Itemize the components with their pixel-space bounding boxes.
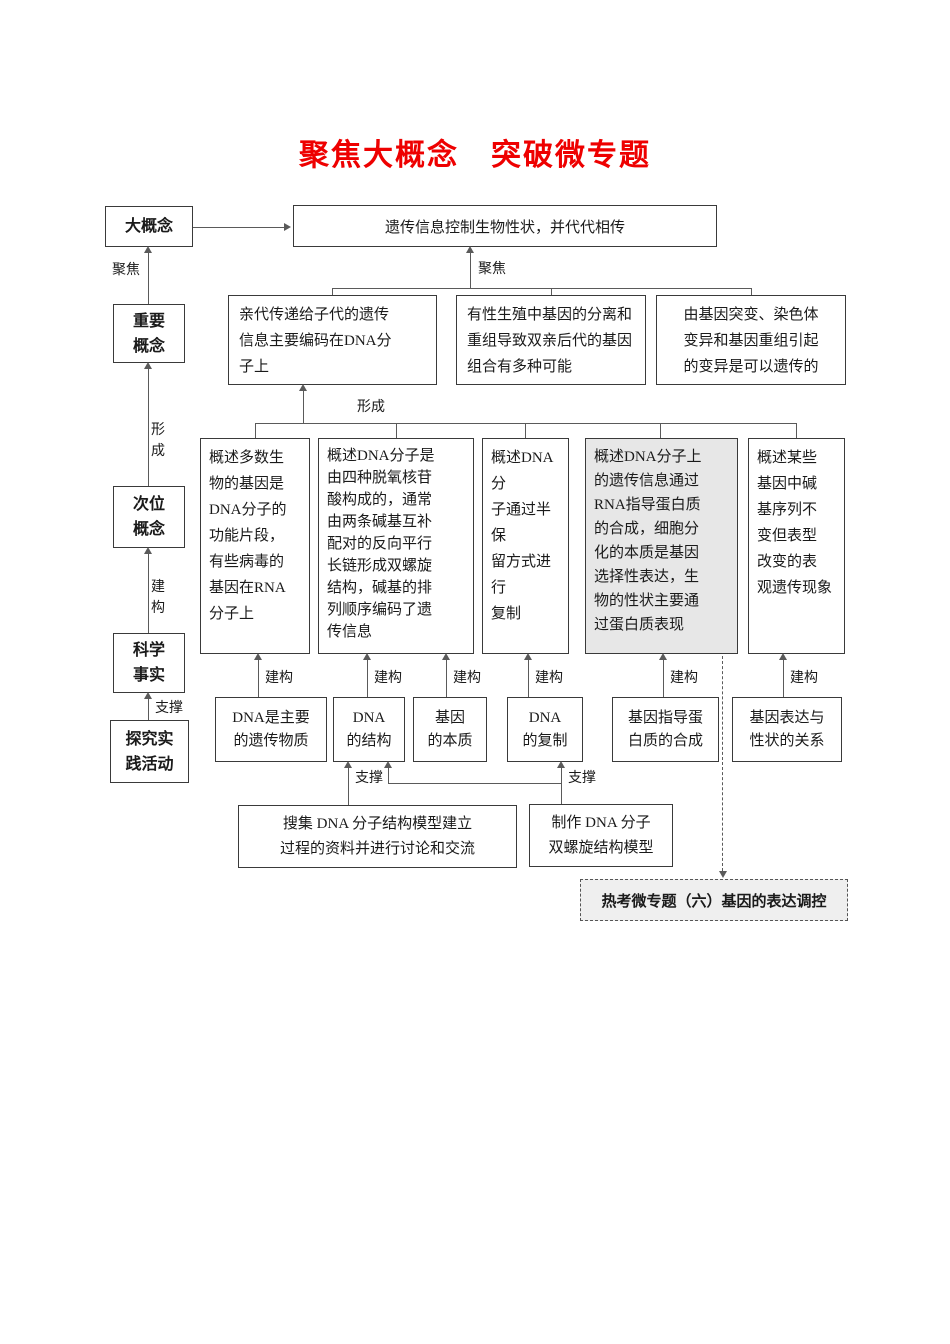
- arrow-up-icon: [466, 246, 474, 253]
- arrow-up-icon: [254, 653, 262, 660]
- activity-box: 搜集 DNA 分子结构模型建立 过程的资料并进行讨论和交流: [238, 805, 517, 868]
- arrow-down-icon: [719, 871, 727, 878]
- core-statement-box: 遗传信息控制生物性状，并代代相传: [293, 205, 717, 247]
- arrow-up-icon: [299, 384, 307, 391]
- left-box-science-fact: 科学 事实: [113, 633, 185, 693]
- connector-label-form: 形成: [151, 423, 165, 459]
- left-connector-line: [148, 698, 149, 720]
- arrow-up-icon: [442, 653, 450, 660]
- arrow-up-icon: [557, 761, 565, 768]
- arrow-up-icon: [144, 246, 152, 253]
- dashed-connector-line: [722, 656, 723, 871]
- important-concept-box: 由基因突变、染色体 变异和基因重组引起 的变异是可以遗传的: [656, 295, 846, 385]
- connector-line: [193, 227, 284, 228]
- connector-line: [796, 423, 797, 438]
- connector-line: [258, 659, 259, 697]
- science-fact-box: 基因 的本质: [413, 697, 487, 762]
- arrow-up-icon: [363, 653, 371, 660]
- left-connector-line: [148, 252, 149, 304]
- left-box-important-concept: 重要 概念: [113, 304, 185, 363]
- connector-line: [783, 659, 784, 697]
- activity-box: 制作 DNA 分子 双螺旋结构模型: [529, 804, 673, 867]
- connector-label-support: 支撑: [155, 701, 183, 716]
- connector-line: [396, 423, 397, 438]
- science-fact-box: 基因表达与 性状的关系: [732, 697, 842, 762]
- connector-label-form: 形成: [357, 400, 385, 415]
- secondary-concept-box: 概述DNA分子是 由四种脱氧核苷 酸构成的，通常 由两条碱基互补 配对的反向平行…: [318, 438, 474, 654]
- connector-line: [446, 659, 447, 697]
- left-connector-line: [148, 553, 149, 633]
- connector-line: [255, 423, 256, 438]
- connector-line: [751, 288, 752, 296]
- connector-label-support: 支撑: [568, 771, 596, 786]
- connector-line: [551, 288, 552, 296]
- connector-label-support: 支撑: [355, 771, 383, 786]
- science-fact-box: DNA 的结构: [333, 697, 405, 762]
- arrow-up-icon: [384, 761, 392, 768]
- arrow-up-icon: [144, 692, 152, 699]
- connector-label-focus: 聚焦: [112, 263, 140, 278]
- hot-topic-box: 热考微专题（六）基因的表达调控: [580, 879, 848, 921]
- page-title: 聚焦大概念 突破微专题: [299, 139, 651, 172]
- connector-line: [303, 390, 304, 423]
- connector-line: [388, 767, 389, 783]
- connector-line: [528, 659, 529, 697]
- connector-label-construct: 建构: [265, 671, 293, 686]
- arrow-up-icon: [144, 362, 152, 369]
- connector-label-construct: 建构: [374, 671, 402, 686]
- science-fact-box: DNA是主要 的遗传物质: [215, 697, 327, 762]
- connector-line: [367, 659, 368, 697]
- left-box-practice-activity: 探究实 践活动: [110, 720, 189, 783]
- connector-line: [470, 252, 471, 288]
- connector-label-construct: 建构: [670, 671, 698, 686]
- important-concept-box: 亲代传递给子代的遗传 信息主要编码在DNA分 子上: [228, 295, 437, 385]
- arrow-up-icon: [779, 653, 787, 660]
- connector-label-construct: 建构: [453, 671, 481, 686]
- connector-line: [663, 659, 664, 697]
- connector-line: [388, 783, 561, 784]
- connector-label-construct: 建构: [790, 671, 818, 686]
- left-connector-line: [148, 368, 149, 486]
- secondary-concept-box: 概述多数生 物的基因是 DNA分子的 功能片段， 有些病毒的 基因在RNA 分子…: [200, 438, 310, 654]
- left-box-secondary-concept: 次位 概念: [113, 486, 185, 548]
- connector-line: [561, 767, 562, 804]
- arrow-up-icon: [659, 653, 667, 660]
- connector-label-construct: 建构: [151, 580, 165, 616]
- connector-line: [332, 288, 751, 289]
- secondary-concept-box: 概述DNA分 子通过半保 留方式进行 复制: [482, 438, 569, 654]
- science-fact-box: DNA 的复制: [507, 697, 583, 762]
- arrow-up-icon: [144, 547, 152, 554]
- connector-label-focus: 聚焦: [478, 262, 506, 277]
- connector-label-construct: 建构: [535, 671, 563, 686]
- connector-line: [348, 767, 349, 805]
- science-fact-box: 基因指导蛋 白质的合成: [612, 697, 719, 762]
- important-concept-box: 有性生殖中基因的分离和 重组导致双亲后代的基因 组合有多种可能: [456, 295, 646, 385]
- connector-line: [332, 288, 333, 296]
- arrow-up-icon: [344, 761, 352, 768]
- connector-line: [660, 423, 661, 438]
- left-box-big-concept: 大概念: [105, 206, 193, 247]
- arrow-right-icon: [284, 223, 291, 231]
- secondary-concept-box-highlighted: 概述DNA分子上 的遗传信息通过 RNA指导蛋白质 的合成，细胞分 化的本质是基…: [585, 438, 738, 654]
- secondary-concept-box: 概述某些 基因中碱 基序列不 变但表型 改变的表 观遗传现象: [748, 438, 845, 654]
- connector-line: [525, 423, 526, 438]
- arrow-up-icon: [524, 653, 532, 660]
